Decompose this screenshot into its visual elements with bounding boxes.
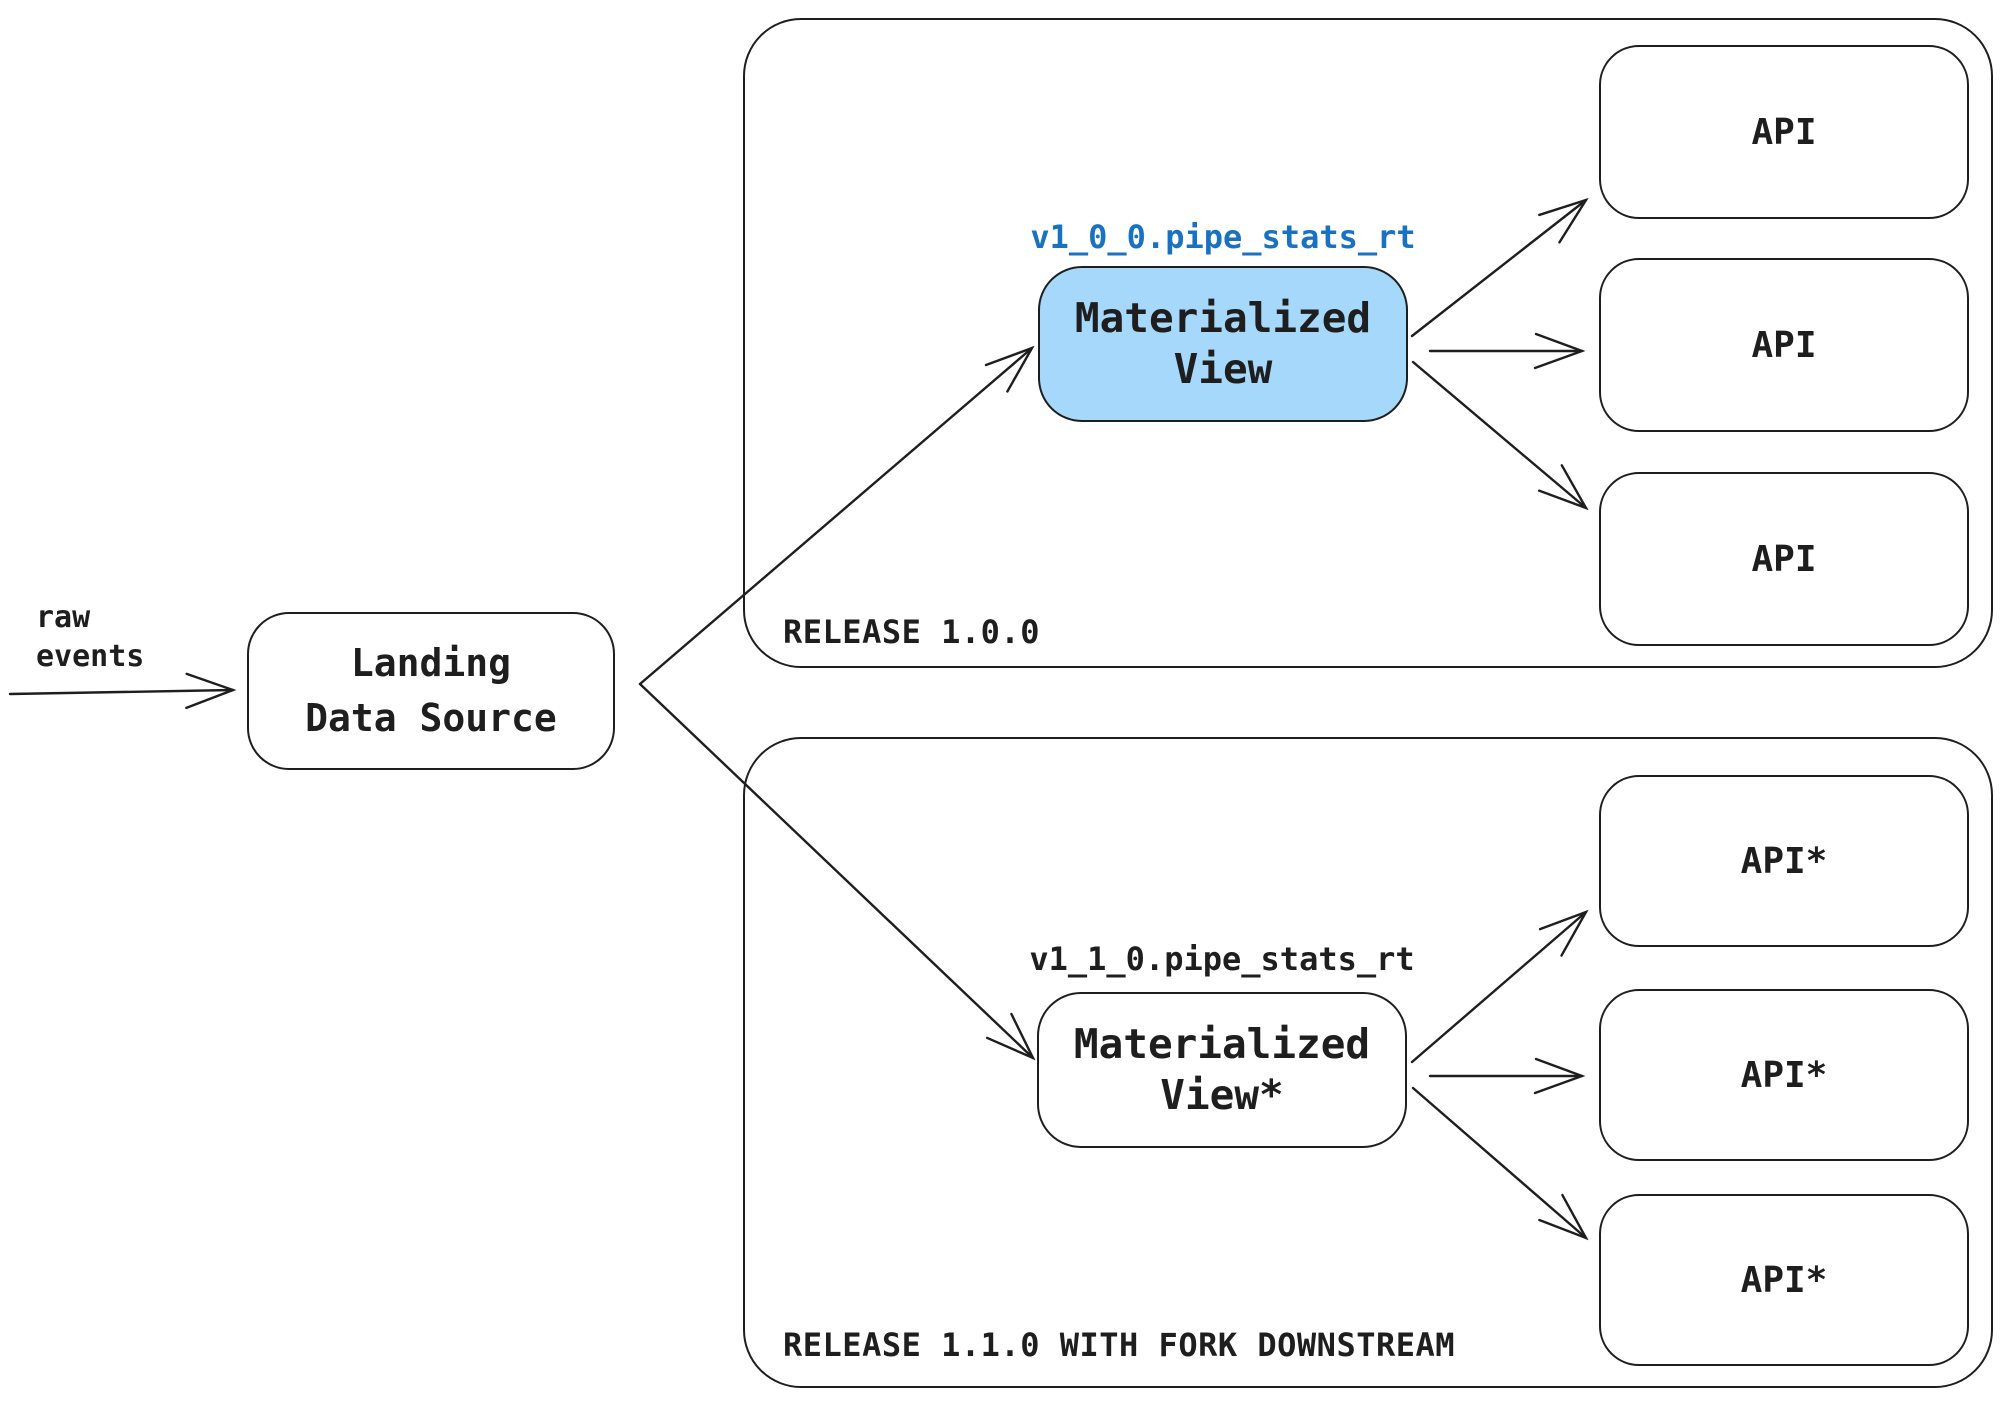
mv-110-version-label: v1_1_0.pipe_stats_rt — [1029, 940, 1415, 978]
arrow-landing-to-mv-100 — [638, 345, 1035, 686]
materialized-view-100-box: Materialized View — [1038, 266, 1408, 422]
api-label: API — [1751, 324, 1817, 366]
materialized-view-110-label: Materialized View* — [1073, 1019, 1371, 1119]
api-box-100-3: API — [1599, 472, 1969, 646]
api-box-100-2: API — [1599, 258, 1969, 432]
release-110-container: RELEASE 1.1.0 WITH FORK DOWNSTREAM API* … — [743, 737, 1993, 1388]
api-box-100-1: API — [1599, 45, 1969, 219]
api-box-110-2: API* — [1599, 989, 1969, 1161]
api-box-110-1: API* — [1599, 775, 1969, 947]
arrow-raw-events-to-landing — [8, 672, 237, 710]
api-label: API* — [1740, 840, 1828, 882]
release-110-title: RELEASE 1.1.0 WITH FORK DOWNSTREAM — [783, 1326, 1456, 1364]
arrow-mv110-to-api3 — [1411, 1086, 1589, 1241]
raw-events-label: raw events — [36, 600, 145, 674]
materialized-view-110-box: Materialized View* — [1037, 992, 1407, 1148]
materialized-view-100-label: Materialized View — [1074, 293, 1372, 393]
mv-100-version-label: v1_0_0.pipe_stats_rt — [1030, 218, 1416, 256]
release-100-container: RELEASE 1.0.0 API API API — [743, 18, 1993, 668]
landing-data-source-box: Landing Data Source — [247, 612, 615, 770]
arrow-landing-to-mv-110 — [638, 682, 1036, 1061]
release-100-title: RELEASE 1.0.0 — [783, 613, 1040, 651]
arrow-mv100-to-api3 — [1411, 360, 1589, 511]
api-label: API* — [1740, 1259, 1828, 1301]
arrow-mv100-to-api1 — [1410, 197, 1589, 338]
landing-data-source-label: Landing Data Source — [305, 640, 557, 740]
api-label: API — [1751, 538, 1817, 580]
arrow-mv110-to-api1 — [1410, 909, 1589, 1064]
api-label: API* — [1740, 1054, 1828, 1096]
api-label: API — [1751, 111, 1817, 153]
api-box-110-3: API* — [1599, 1194, 1969, 1366]
